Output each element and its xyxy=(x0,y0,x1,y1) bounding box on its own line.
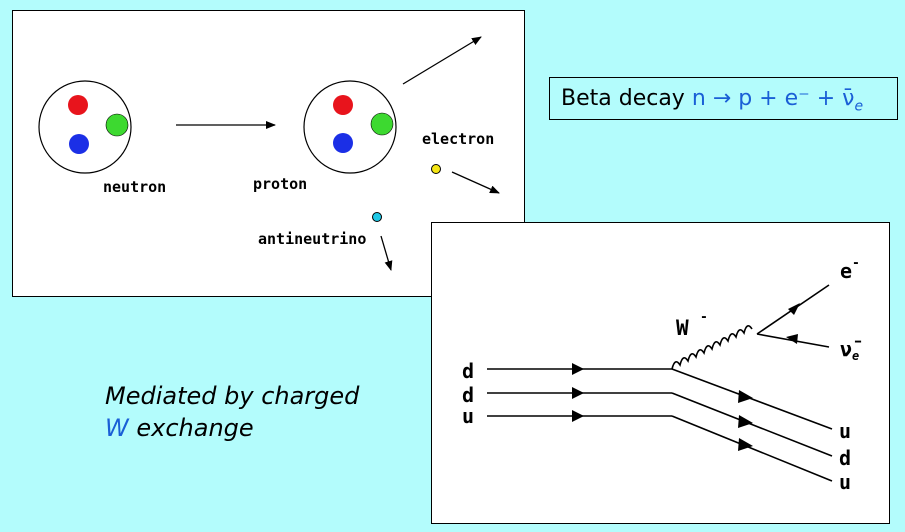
mediation-line-2: W exchange xyxy=(105,412,359,444)
out-arrow-1 xyxy=(738,390,753,403)
antineutrino-label: antineutrino xyxy=(258,230,366,248)
beta-decay-illustration: neutron proton electron antineutrino xyxy=(38,36,500,271)
proton-label: proton xyxy=(253,175,307,193)
neutron-circle xyxy=(38,80,132,174)
quark-arrow-2 xyxy=(572,387,584,399)
neutron-quark-green xyxy=(105,113,129,137)
antineutrino-line-arrow xyxy=(786,334,798,344)
antineutrino-arrow xyxy=(380,235,393,271)
proton-recoil-arrow xyxy=(402,36,482,85)
w-boson-word: W xyxy=(105,414,129,442)
out-arrow-2 xyxy=(738,415,753,428)
electron-particle xyxy=(431,164,441,174)
electron-label-feynman: e xyxy=(840,259,852,283)
feynman-diagram: W - e - ν̄ e d d u u d u xyxy=(462,256,862,494)
incoming-quark-1: d xyxy=(462,359,474,383)
electron-arrow xyxy=(451,171,500,194)
electron-charge-feynman: - xyxy=(852,256,860,271)
electron-line-arrow xyxy=(788,303,800,315)
neutron-quark-blue xyxy=(69,134,89,154)
equation-reaction: n → p + e⁻ + ν̄ xyxy=(691,86,855,111)
outgoing-quark-1: u xyxy=(839,419,851,443)
neutron-quark-red xyxy=(68,95,88,115)
feynman-diagram-panel: W - e - ν̄ e d d u u d u xyxy=(431,222,890,524)
proton-quark-green xyxy=(370,112,394,136)
outgoing-quark-3: u xyxy=(839,470,851,494)
antineutrino-sub-feynman: e xyxy=(852,349,859,363)
proton-quark-red xyxy=(333,95,353,115)
beta-decay-panel: neutron proton electron antineutrino xyxy=(12,10,525,297)
mediation-line-1: Mediated by charged xyxy=(105,382,360,410)
incoming-quark-3: u xyxy=(462,404,474,428)
out-arrow-3 xyxy=(738,438,753,451)
incoming-quark-2: d xyxy=(462,383,474,407)
beta-decay-equation: Beta decay n → p + e⁻ + ν̄e xyxy=(549,77,898,120)
proton-circle xyxy=(303,80,397,174)
quark-arrow-3 xyxy=(572,410,584,422)
equation-prefix: Beta decay xyxy=(561,86,685,111)
outgoing-quark-u2 xyxy=(671,415,833,482)
w-boson-label: W xyxy=(676,316,689,340)
equation-subscript: e xyxy=(854,98,864,115)
neutron-label: neutron xyxy=(103,178,166,196)
quark-arrow-1 xyxy=(572,363,584,375)
antineutrino-particle xyxy=(372,212,382,222)
proton-quark-blue xyxy=(333,133,353,153)
w-boson-charge: - xyxy=(700,310,708,325)
mediation-note: Mediated by charged W exchange xyxy=(105,380,359,444)
mediation-line-2-rest: exchange xyxy=(128,414,254,442)
outgoing-quark-u xyxy=(671,368,833,430)
outgoing-quark-d xyxy=(671,392,833,457)
outgoing-quark-2: d xyxy=(839,446,851,470)
electron-label: electron xyxy=(422,130,494,148)
w-boson-propagator xyxy=(671,325,753,370)
